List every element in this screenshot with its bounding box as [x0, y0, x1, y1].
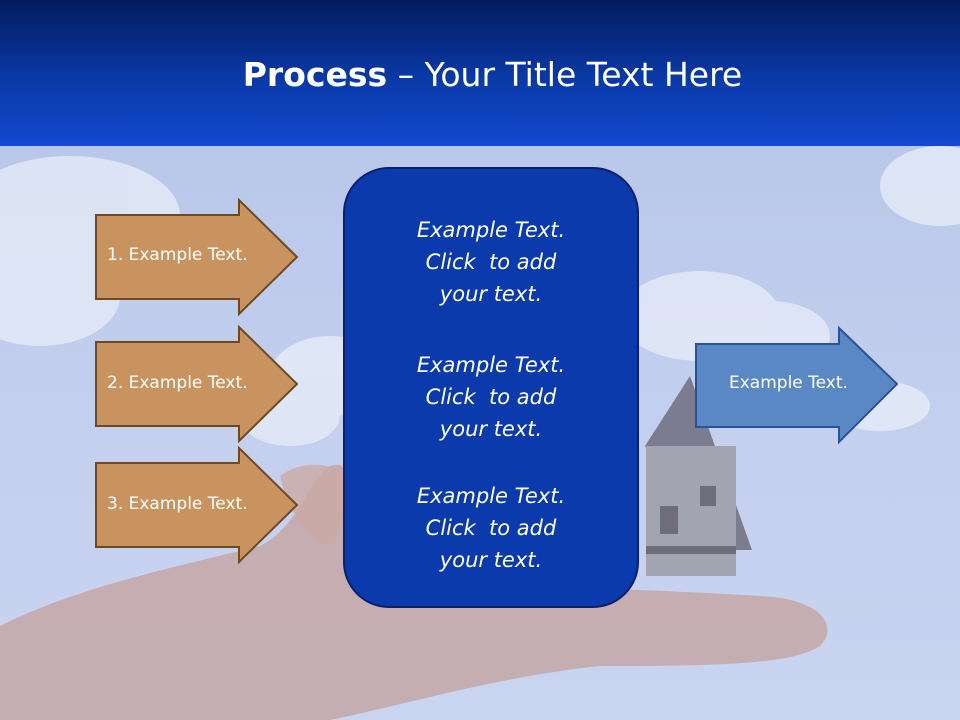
- arrow-shape: [95, 197, 299, 317]
- arrow-shape: [95, 324, 299, 444]
- center-line: Click to add: [425, 385, 557, 409]
- arrow-shape: [695, 325, 899, 445]
- house-shape: [645, 376, 752, 576]
- arrow-label: 3. Example Text.: [107, 494, 248, 514]
- right-arrow[interactable]: Example Text.: [695, 325, 900, 445]
- center-item-2[interactable]: Example Text. Click to add your text.: [345, 349, 637, 445]
- arrow-label: Example Text.: [729, 373, 848, 393]
- center-line: Example Text.: [416, 353, 566, 377]
- center-line: your text.: [439, 417, 543, 441]
- arrow-label: 1. Example Text.: [107, 245, 248, 265]
- center-item-3[interactable]: Example Text. Click to add your text.: [345, 480, 637, 576]
- center-line: Example Text.: [416, 218, 566, 242]
- center-item-1[interactable]: Example Text. Click to add your text.: [345, 214, 637, 310]
- left-arrow-1[interactable]: 1. Example Text.: [95, 197, 300, 317]
- title-bold: Process: [242, 55, 388, 94]
- arrow-label: 2. Example Text.: [107, 373, 248, 393]
- header-bar: Process – Your Title Text Here: [0, 0, 960, 146]
- center-line: your text.: [439, 282, 543, 306]
- left-arrow-3[interactable]: 3. Example Text.: [95, 445, 300, 565]
- center-text-box[interactable]: Example Text. Click to add your text. Ex…: [343, 167, 639, 608]
- center-line: Click to add: [425, 250, 557, 274]
- center-line: Click to add: [425, 516, 557, 540]
- center-line: Example Text.: [416, 484, 566, 508]
- slide-title[interactable]: Process – Your Title Text Here: [0, 53, 960, 97]
- arrow-shape: [95, 445, 299, 565]
- left-arrow-2[interactable]: 2. Example Text.: [95, 324, 300, 444]
- title-rest: – Your Title Text Here: [387, 55, 743, 94]
- center-line: your text.: [439, 548, 543, 572]
